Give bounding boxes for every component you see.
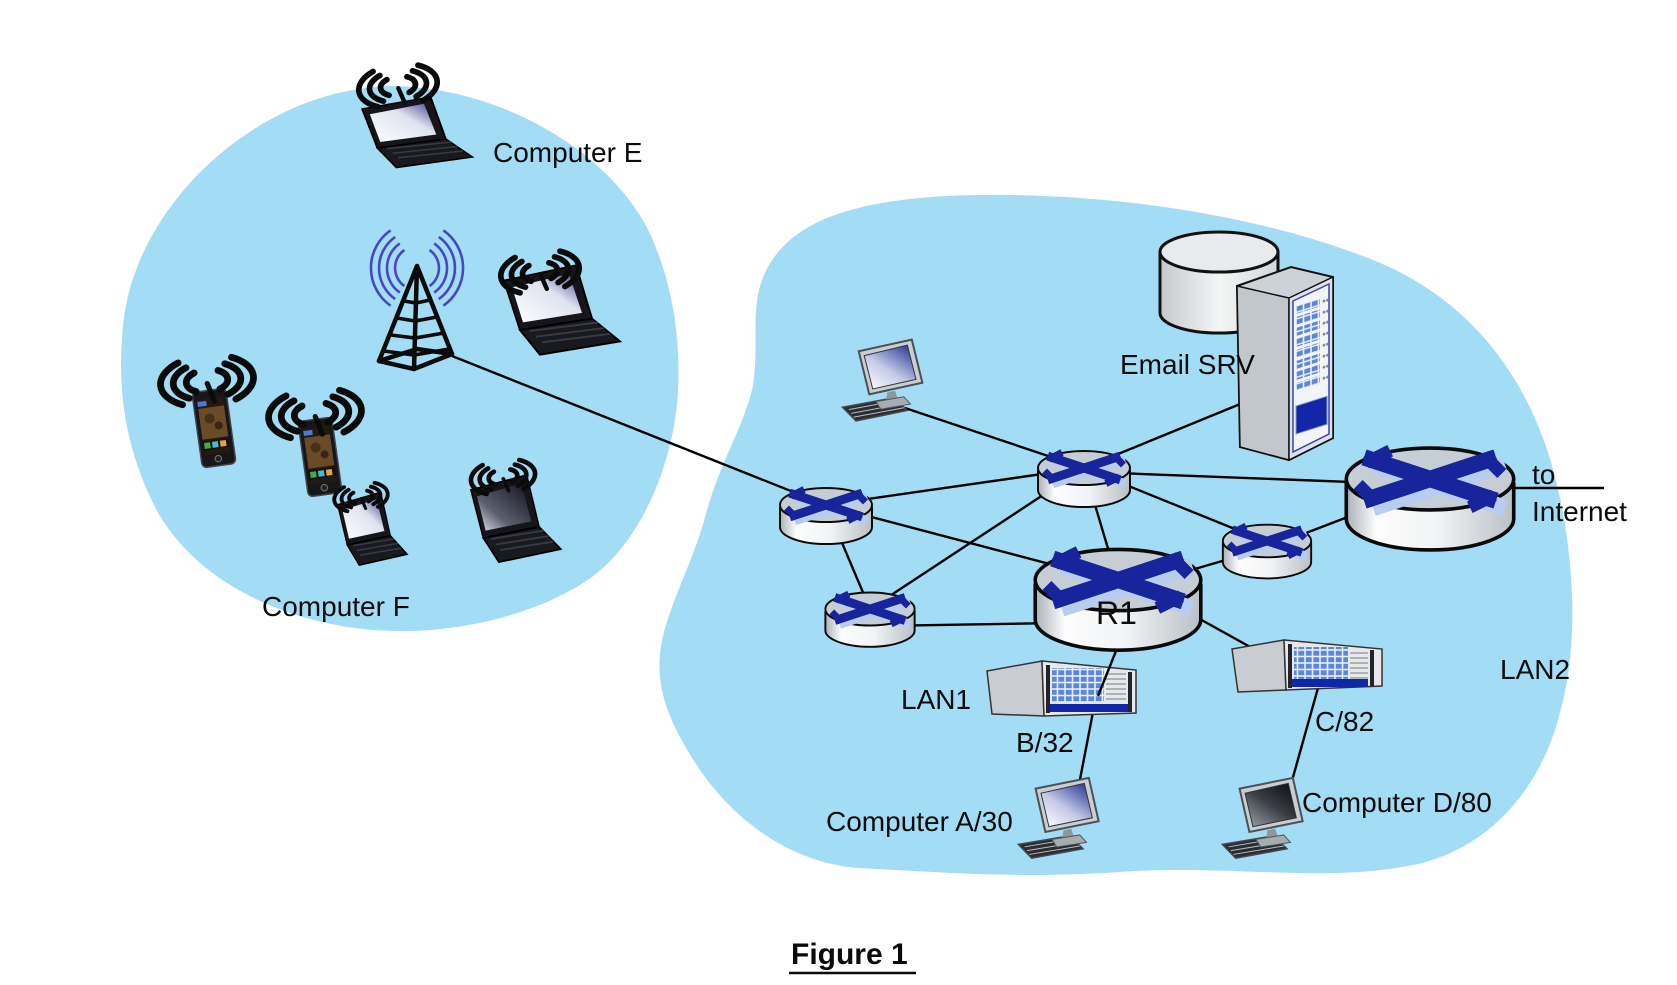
label-computer-e: Computer E <box>493 137 642 168</box>
label-internet: Internet <box>1532 496 1627 527</box>
wireless-lan-blob <box>121 86 679 632</box>
label-lan1: LAN1 <box>901 684 971 715</box>
router-east <box>1223 525 1311 579</box>
label-computer-a: Computer A/30 <box>826 806 1013 837</box>
label-computer-d: Computer D/80 <box>1302 787 1492 818</box>
router-internet <box>1346 448 1513 550</box>
label-c82: C/82 <box>1315 706 1374 737</box>
label-lan2: LAN2 <box>1500 654 1570 685</box>
switch-lan2 <box>1231 639 1383 693</box>
server-rack-rows <box>1296 298 1329 391</box>
router-south <box>825 593 914 647</box>
router-north <box>1038 451 1130 507</box>
label-r1: R1 <box>1096 595 1137 631</box>
label-to: to <box>1532 459 1555 490</box>
label-computer-f: Computer F <box>262 591 410 622</box>
figure-caption: Figure 1 <box>791 938 908 971</box>
tower-mast-icon <box>376 263 455 372</box>
server-base-panel <box>1295 395 1328 435</box>
switch-lan1 <box>986 660 1137 717</box>
tower-wave-icon <box>369 229 465 307</box>
router-west <box>780 488 872 544</box>
radio-tower <box>369 229 465 372</box>
label-b32: B/32 <box>1016 727 1074 758</box>
label-email-srv: Email SRV <box>1120 349 1255 380</box>
email-server <box>1235 265 1334 462</box>
link-tower-router-west <box>451 354 827 507</box>
